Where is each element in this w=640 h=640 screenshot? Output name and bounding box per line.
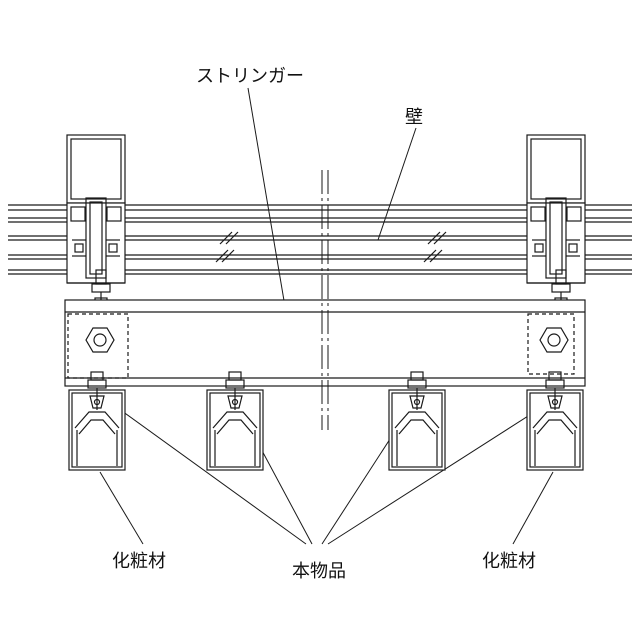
product-profile-2 [389, 372, 445, 470]
finish-profiles [69, 372, 583, 470]
leader-wall [378, 128, 416, 240]
label-wall: 壁 [405, 107, 423, 128]
finish-profile-left [69, 372, 125, 470]
label-stringer: ストリンガー [196, 66, 304, 87]
stringer-beam [65, 300, 585, 386]
right-mullion [527, 135, 585, 304]
label-finish-left: 化粧材 [112, 551, 166, 572]
leader-product-1 [104, 398, 306, 544]
product-profile-1 [207, 372, 263, 470]
finish-profile-right [527, 372, 583, 470]
label-finish-right: 化粧材 [482, 551, 536, 572]
leader-finish-left [100, 472, 143, 544]
label-product: 本物品 [292, 561, 346, 582]
left-mullion [67, 135, 125, 304]
leader-finish-right [513, 472, 553, 544]
